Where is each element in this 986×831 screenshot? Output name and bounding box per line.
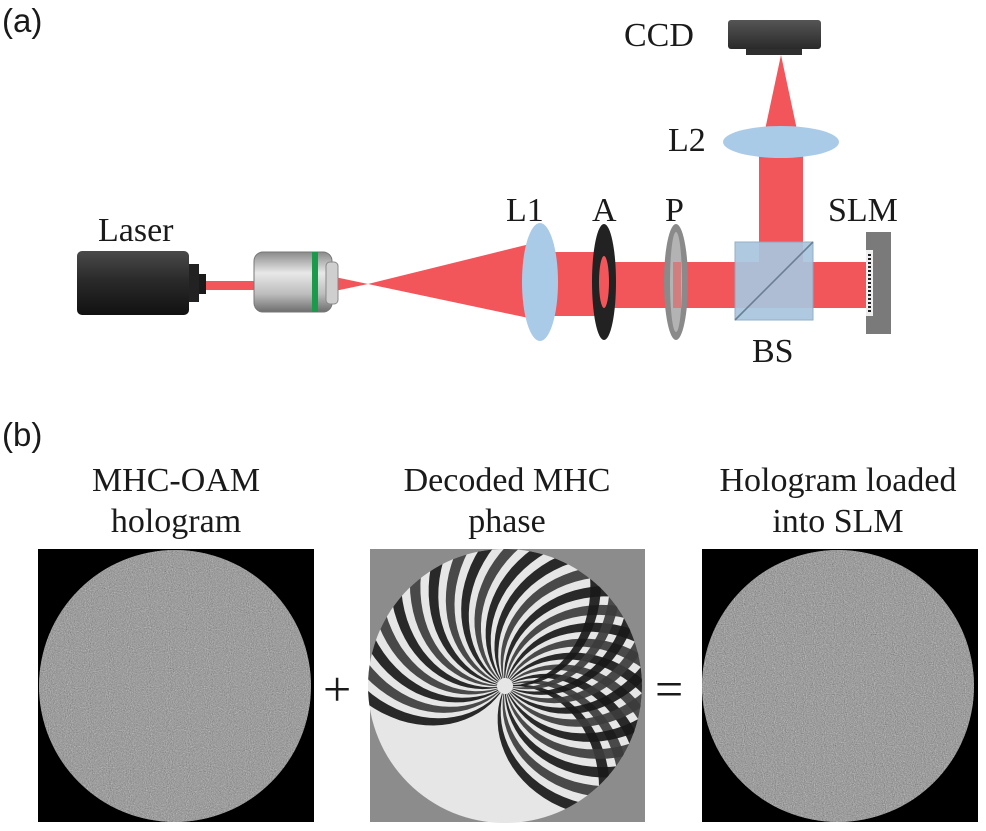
caption-hologram: MHC-OAM hologram [91,462,261,540]
lens-l2 [723,126,839,158]
hologram-image-2 [702,549,978,822]
equals-sign: = [655,661,684,717]
label-a: A [592,192,617,229]
panel-b-label: (b) [2,416,43,453]
aperture [592,224,616,340]
label-p: P [665,192,684,229]
label-laser: Laser [98,212,174,249]
caption-slm-hologram: Hologram loaded into SLM [719,462,957,540]
beam-splitter [734,241,814,321]
slm-device [866,232,891,334]
objective-lens [253,251,339,313]
decoded-phase-image [368,549,645,823]
label-l2: L2 [668,122,706,159]
hologram-image-1 [38,549,314,822]
plus-sign: + [323,661,352,717]
ccd-camera [728,20,821,55]
label-ccd: CCD [624,17,694,54]
panel-a-label: (a) [2,2,43,39]
label-slm: SLM [828,192,898,229]
polarizer [664,224,688,340]
laser-source [77,251,206,315]
label-bs: BS [752,333,794,370]
label-l1: L1 [506,192,544,229]
lens-l1 [522,223,558,341]
caption-decoded-phase: Decoded MHC phase [403,462,611,540]
